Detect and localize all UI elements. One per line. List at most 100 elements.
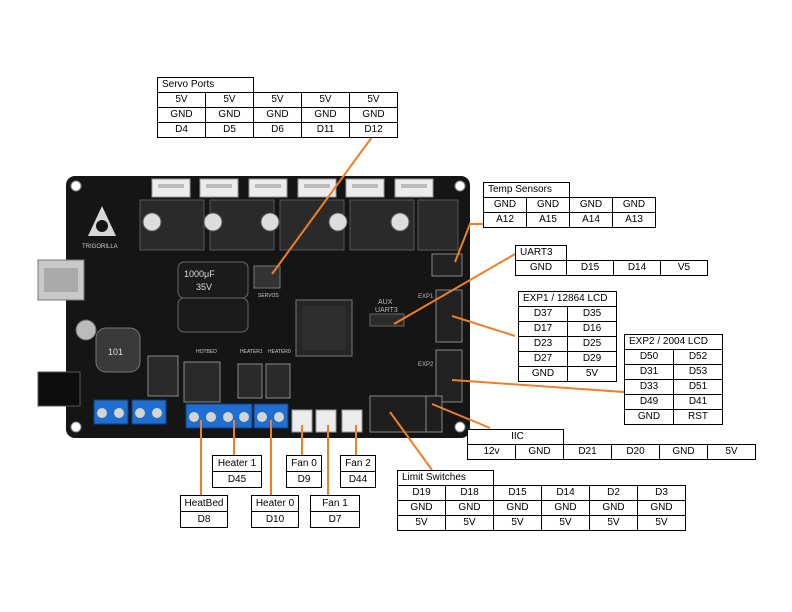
servo-cell: GND xyxy=(157,107,206,123)
iic-cell: 12v xyxy=(467,444,516,460)
fan0-name: Fan 0 xyxy=(291,458,317,469)
heatbed-name: HeatBed xyxy=(184,498,224,509)
fan2-name: Fan 2 xyxy=(345,458,371,469)
uart3-table: UART3 GND D15 D14 V5 xyxy=(515,245,708,276)
iic-title: IIC xyxy=(467,429,564,445)
limit-cell: 5V xyxy=(445,515,494,531)
limit-cell: 5V xyxy=(637,515,686,531)
limit-cell: 5V xyxy=(541,515,590,531)
temp-cell: A12 xyxy=(483,212,527,228)
exp2-cell: D41 xyxy=(673,394,723,410)
uart3-cell: GND xyxy=(515,260,567,276)
limit-cell: GND xyxy=(541,500,590,516)
exp1-cell: D35 xyxy=(567,306,617,322)
heatbed-box: HeatBed D8 xyxy=(180,495,228,528)
temp-cell: A13 xyxy=(612,212,656,228)
fan1-name: Fan 1 xyxy=(322,498,348,509)
servo-cell: 5V xyxy=(157,92,206,108)
iic-header xyxy=(425,395,443,433)
exp1-cell: D29 xyxy=(567,351,617,367)
exp1-cell: D17 xyxy=(518,321,568,337)
servo-cell: 5V xyxy=(349,92,398,108)
leader-iic xyxy=(431,403,491,429)
limit-cell: 5V xyxy=(589,515,638,531)
mounting-hole xyxy=(70,180,82,192)
exp1-header xyxy=(435,289,463,343)
small-capacitors xyxy=(142,212,410,232)
uart3-cell: V5 xyxy=(660,260,708,276)
limit-cell: GND xyxy=(397,500,446,516)
limit-cell: D15 xyxy=(493,485,542,501)
inductor xyxy=(95,327,141,373)
mounting-hole xyxy=(454,180,466,192)
terminal-screws xyxy=(97,408,284,422)
aux-label: AUX xyxy=(378,299,393,306)
endstop-header xyxy=(369,395,427,433)
heater0-box: Heater 0 D10 xyxy=(251,495,299,528)
mounting-hole xyxy=(454,421,466,433)
fan1-pin: D7 xyxy=(311,511,359,527)
uart3-cell: D15 xyxy=(566,260,614,276)
exp1-cell: D25 xyxy=(567,336,617,352)
limit-cell: GND xyxy=(493,500,542,516)
exp2-label: EXP2 xyxy=(418,362,434,368)
iic-cell: GND xyxy=(659,444,708,460)
servo-cell: D11 xyxy=(301,122,350,138)
brand-text: TRIGORILLA xyxy=(82,244,118,250)
leader-uart3 xyxy=(393,253,516,325)
fan2-pin: D44 xyxy=(341,471,375,487)
servo-cell: GND xyxy=(253,107,302,123)
exp2-cell: D52 xyxy=(673,349,723,365)
heatbed-pin: D8 xyxy=(181,511,227,527)
driver-sockets xyxy=(139,199,459,251)
fan1-box: Fan 1 D7 xyxy=(310,495,360,528)
dc-jack xyxy=(37,371,81,407)
servo-cell: D12 xyxy=(349,122,398,138)
servos-label: SERVOS xyxy=(258,293,279,299)
capacitor-label: 1000μF xyxy=(184,269,215,279)
iic-cell: 5V xyxy=(707,444,756,460)
limit-cell: D18 xyxy=(445,485,494,501)
exp2-cell: RST xyxy=(673,409,723,425)
aux-header xyxy=(369,313,405,327)
temp-cell: GND xyxy=(483,197,527,213)
limit-cell: D2 xyxy=(589,485,638,501)
servo-cell: D4 xyxy=(157,122,206,138)
exp1-cell: D23 xyxy=(518,336,568,352)
exp2-cell: D33 xyxy=(624,379,674,395)
servo-cell: D6 xyxy=(253,122,302,138)
connector-pins xyxy=(158,184,427,188)
servo-cell: GND xyxy=(349,107,398,123)
servo-ports-title: Servo Ports xyxy=(157,77,254,93)
temp-cell: GND xyxy=(612,197,656,213)
heater0-pin: D10 xyxy=(252,511,298,527)
limit-switches-title: Limit Switches xyxy=(397,470,494,486)
limit-cell: GND xyxy=(445,500,494,516)
limit-switches-table: Limit Switches D19 D18 D15 D14 D2 D3 GND… xyxy=(397,470,686,531)
exp2-cell: D51 xyxy=(673,379,723,395)
power-capacitor xyxy=(75,319,97,341)
large-capacitor xyxy=(177,261,249,333)
capacitor-voltage: 35V xyxy=(196,282,212,292)
limit-cell: D19 xyxy=(397,485,446,501)
servo-cell: D5 xyxy=(205,122,254,138)
exp1-cell: D37 xyxy=(518,306,568,322)
mosfets xyxy=(147,355,291,403)
exp2-cell: GND xyxy=(624,409,674,425)
leader-lines xyxy=(200,136,625,496)
iic-table: IIC 12v GND D21 D20 GND 5V xyxy=(467,429,756,460)
leader-exp1 xyxy=(451,315,516,337)
heater0-label: HEATER0 xyxy=(268,349,291,355)
temp-cell: GND xyxy=(569,197,613,213)
iic-cell: D21 xyxy=(563,444,612,460)
heater1-pin: D45 xyxy=(213,471,261,487)
servo-cell: GND xyxy=(301,107,350,123)
exp2-header xyxy=(435,349,463,403)
heater1-name: Heater 1 xyxy=(217,458,257,469)
exp2-cell: D31 xyxy=(624,364,674,380)
uart3-title: UART3 xyxy=(515,245,567,261)
temp-cell: A15 xyxy=(526,212,570,228)
leader-servo xyxy=(271,136,373,275)
exp1-title: EXP1 / 12864 LCD xyxy=(518,291,617,307)
